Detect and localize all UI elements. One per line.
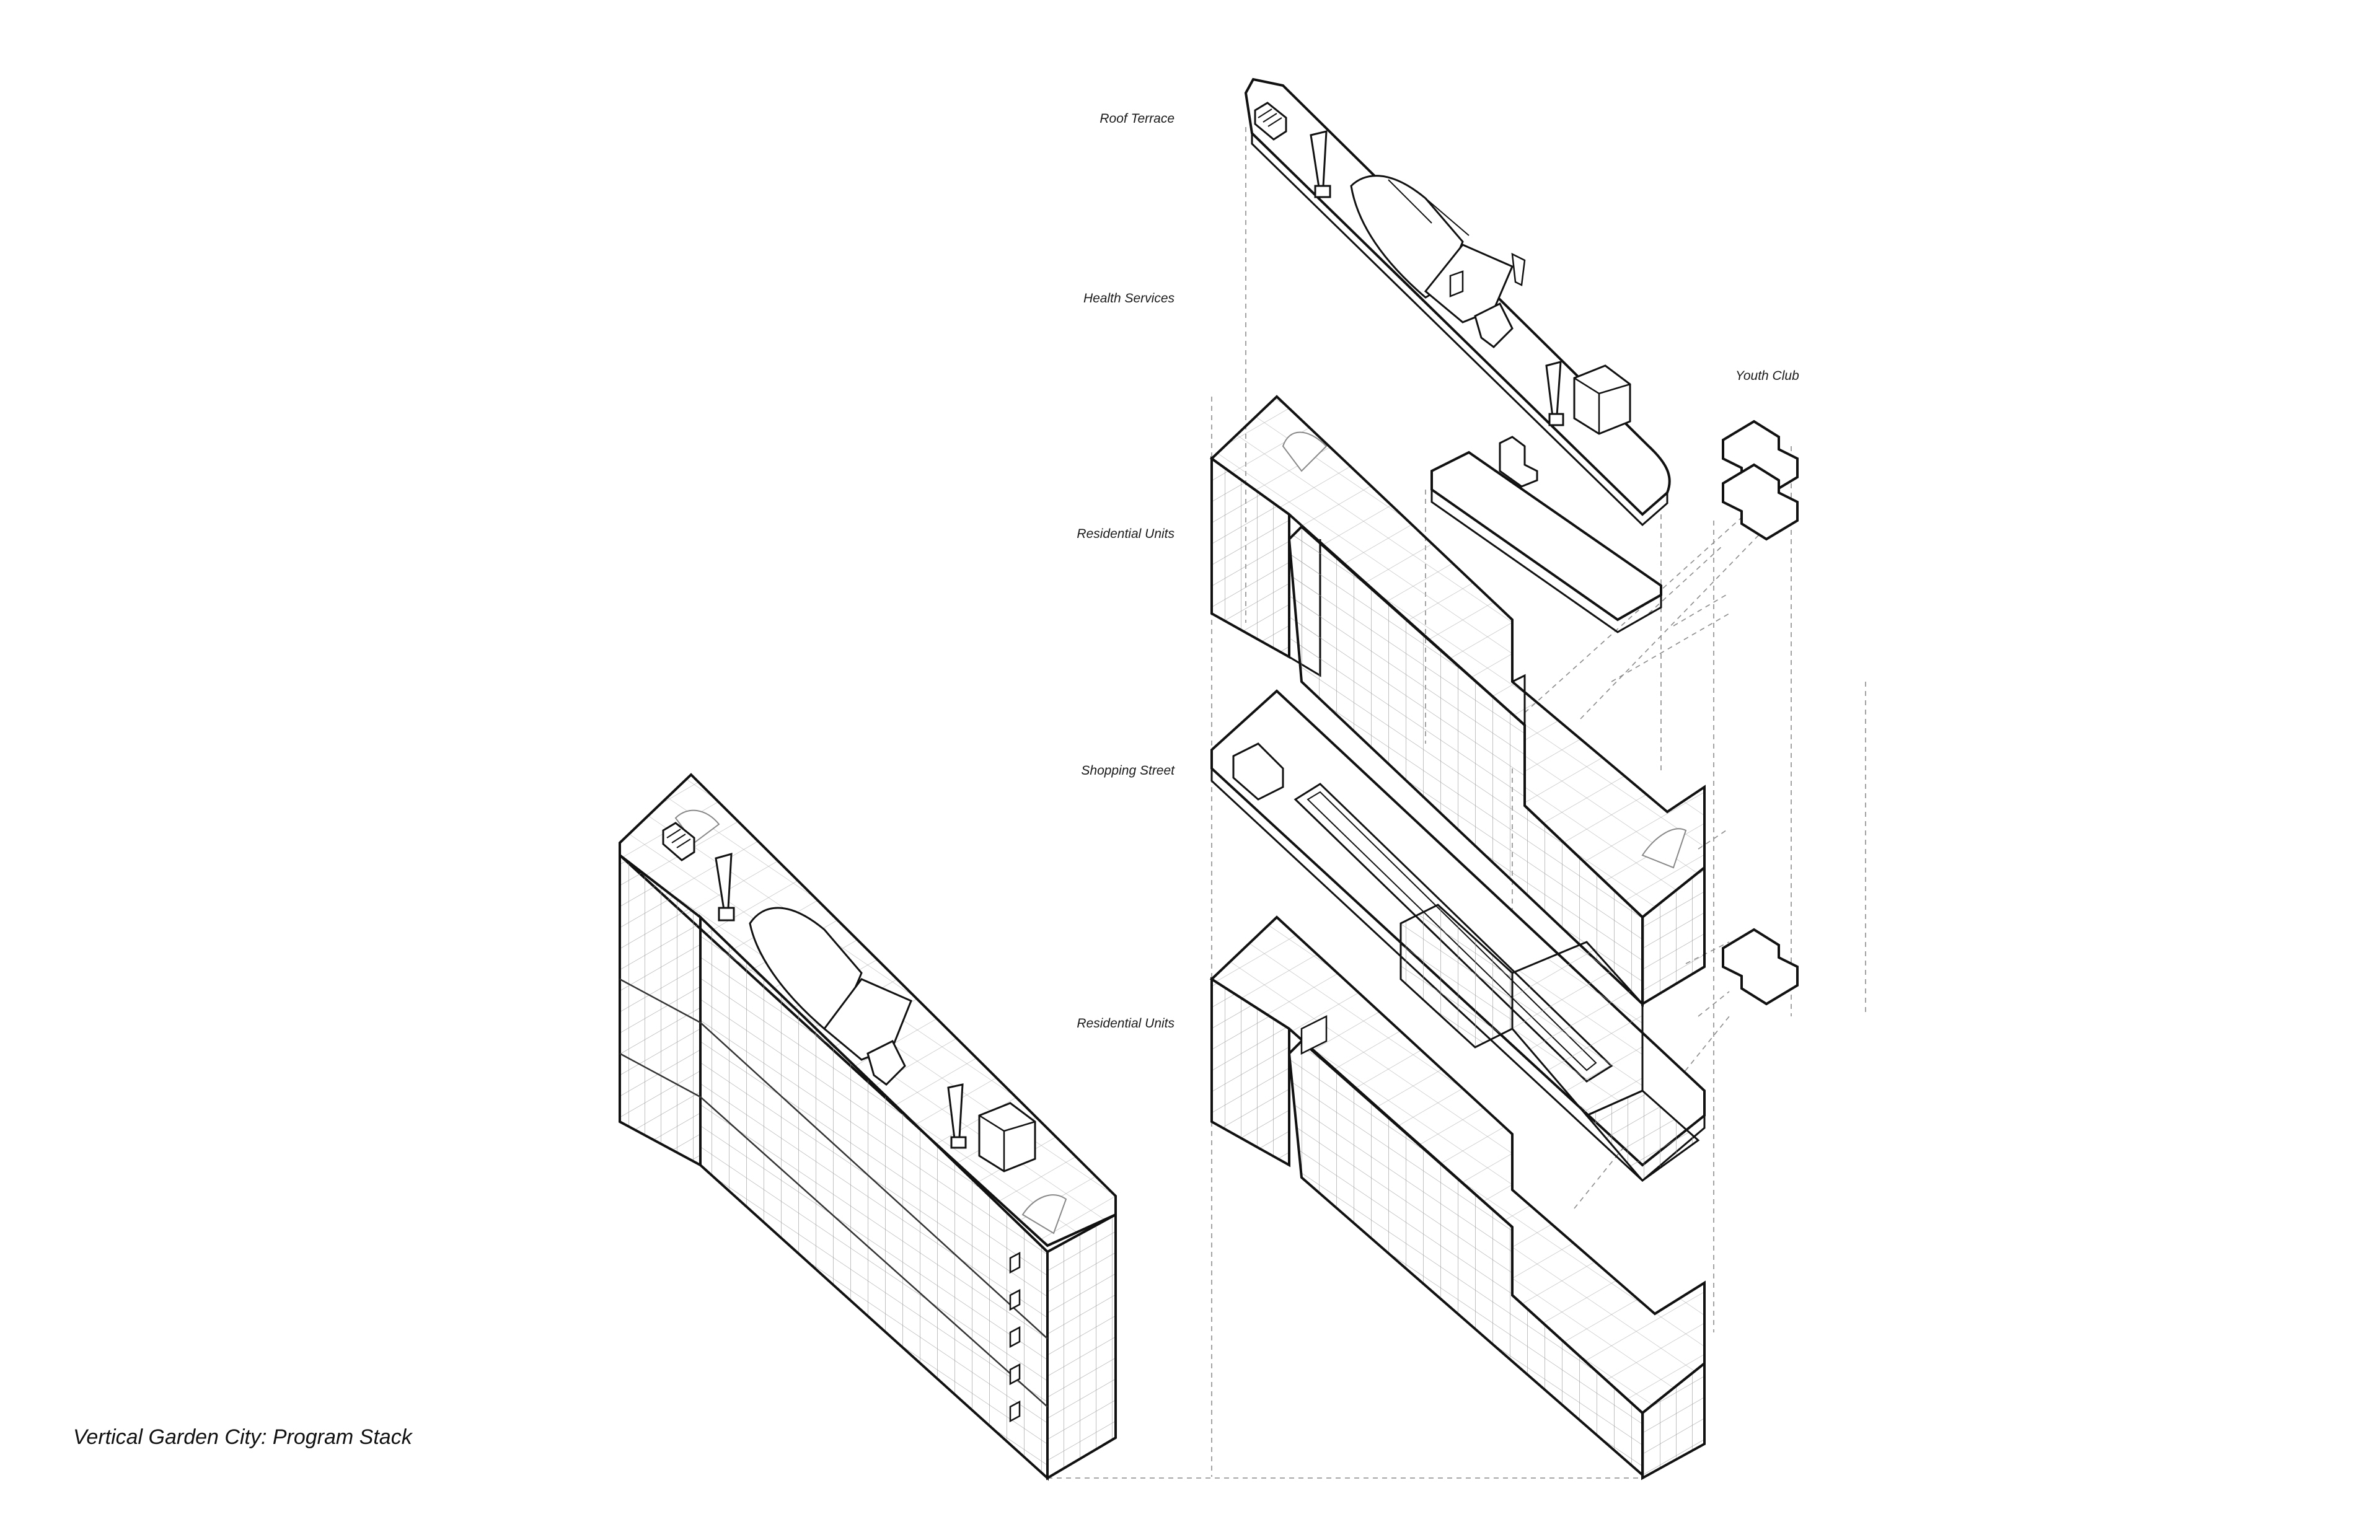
funnel-icon bbox=[1310, 130, 1331, 198]
label-youth-club: Youth Club bbox=[1735, 369, 1799, 383]
youth-club-layer bbox=[1722, 420, 1799, 1006]
stair-icon bbox=[1254, 102, 1287, 141]
label-residential-units-lower: Residential Units bbox=[1077, 1016, 1175, 1031]
shopping-street-layer bbox=[1210, 689, 1706, 1182]
funnel-icon bbox=[947, 1083, 967, 1149]
label-shopping-street: Shopping Street bbox=[1081, 763, 1175, 778]
health-services-block bbox=[1424, 244, 1526, 348]
health-services-slab bbox=[1430, 436, 1662, 633]
roof-terrace-layer bbox=[1244, 77, 1671, 527]
residential-units-lower bbox=[1209, 915, 1706, 1481]
stair-icon bbox=[662, 822, 695, 861]
label-roof-terrace: Roof Terrace bbox=[1100, 112, 1175, 126]
label-health-services: Health Services bbox=[1083, 291, 1175, 306]
funnel-icon bbox=[1545, 361, 1564, 426]
residential-units-upper bbox=[1209, 395, 1706, 1007]
figure-caption: Vertical Garden City: Program Stack bbox=[73, 1425, 412, 1449]
funnel-icon bbox=[715, 852, 735, 922]
label-residential-units-upper: Residential Units bbox=[1077, 527, 1175, 541]
assembled-tower bbox=[619, 773, 1117, 1481]
